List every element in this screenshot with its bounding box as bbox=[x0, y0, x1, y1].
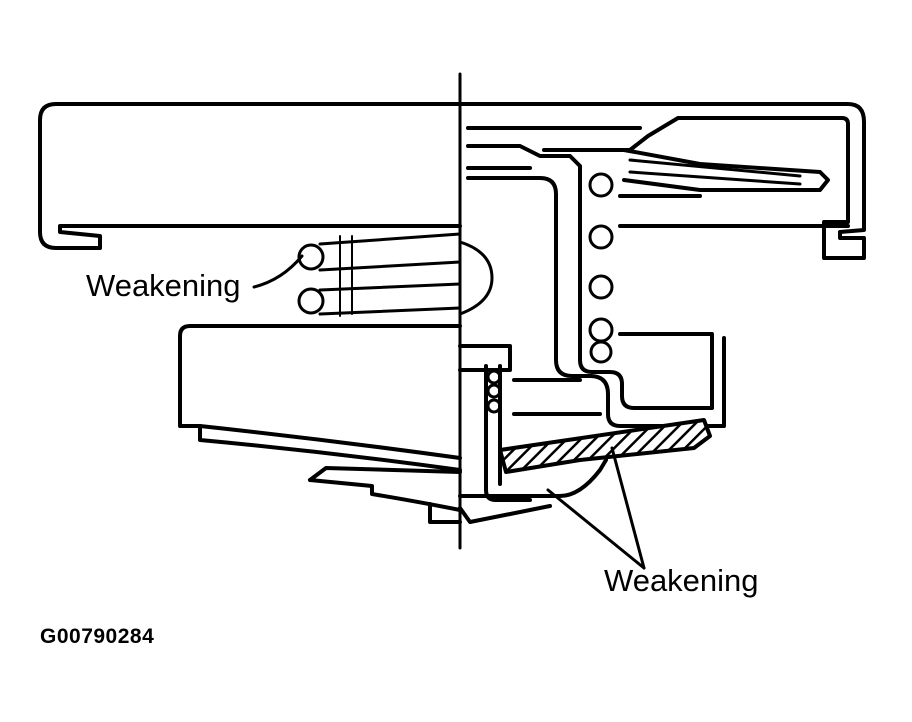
weakening-leader-lines bbox=[252, 254, 646, 570]
hatched-gasket[interactable] bbox=[498, 418, 712, 474]
weakening-label-lower: Weakening bbox=[604, 563, 759, 598]
inner-seal-structure bbox=[466, 144, 850, 428]
lower-valve-body bbox=[178, 324, 608, 524]
weakening-label-upper: Weakening bbox=[86, 268, 241, 303]
left-spring-coils[interactable] bbox=[297, 232, 494, 317]
lower-small-coils bbox=[486, 369, 502, 414]
figure-code: G00790284 bbox=[40, 625, 155, 648]
right-spring-coils[interactable] bbox=[588, 172, 614, 364]
outer-cap-shell bbox=[38, 102, 866, 260]
